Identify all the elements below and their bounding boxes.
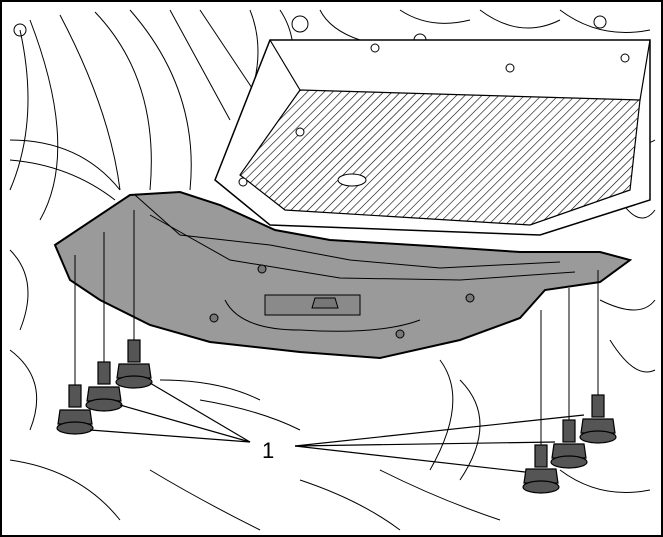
bolt-alignment-lines	[74, 210, 599, 445]
oil-pan	[214, 39, 651, 236]
underbody-shield	[53, 190, 633, 360]
callout-number: 1	[262, 438, 274, 463]
bolt-icon	[115, 339, 153, 389]
bolt-group-right	[522, 394, 617, 494]
bolt-icon	[579, 394, 617, 444]
bolt-icon	[85, 361, 123, 412]
vehicle-underbody-lines	[9, 9, 656, 531]
bolt-icon	[522, 444, 560, 494]
bolt-group-left	[56, 339, 153, 435]
callout-leaders	[89, 382, 585, 473]
bolt-icon	[550, 419, 588, 469]
bolt-icon	[56, 384, 94, 435]
